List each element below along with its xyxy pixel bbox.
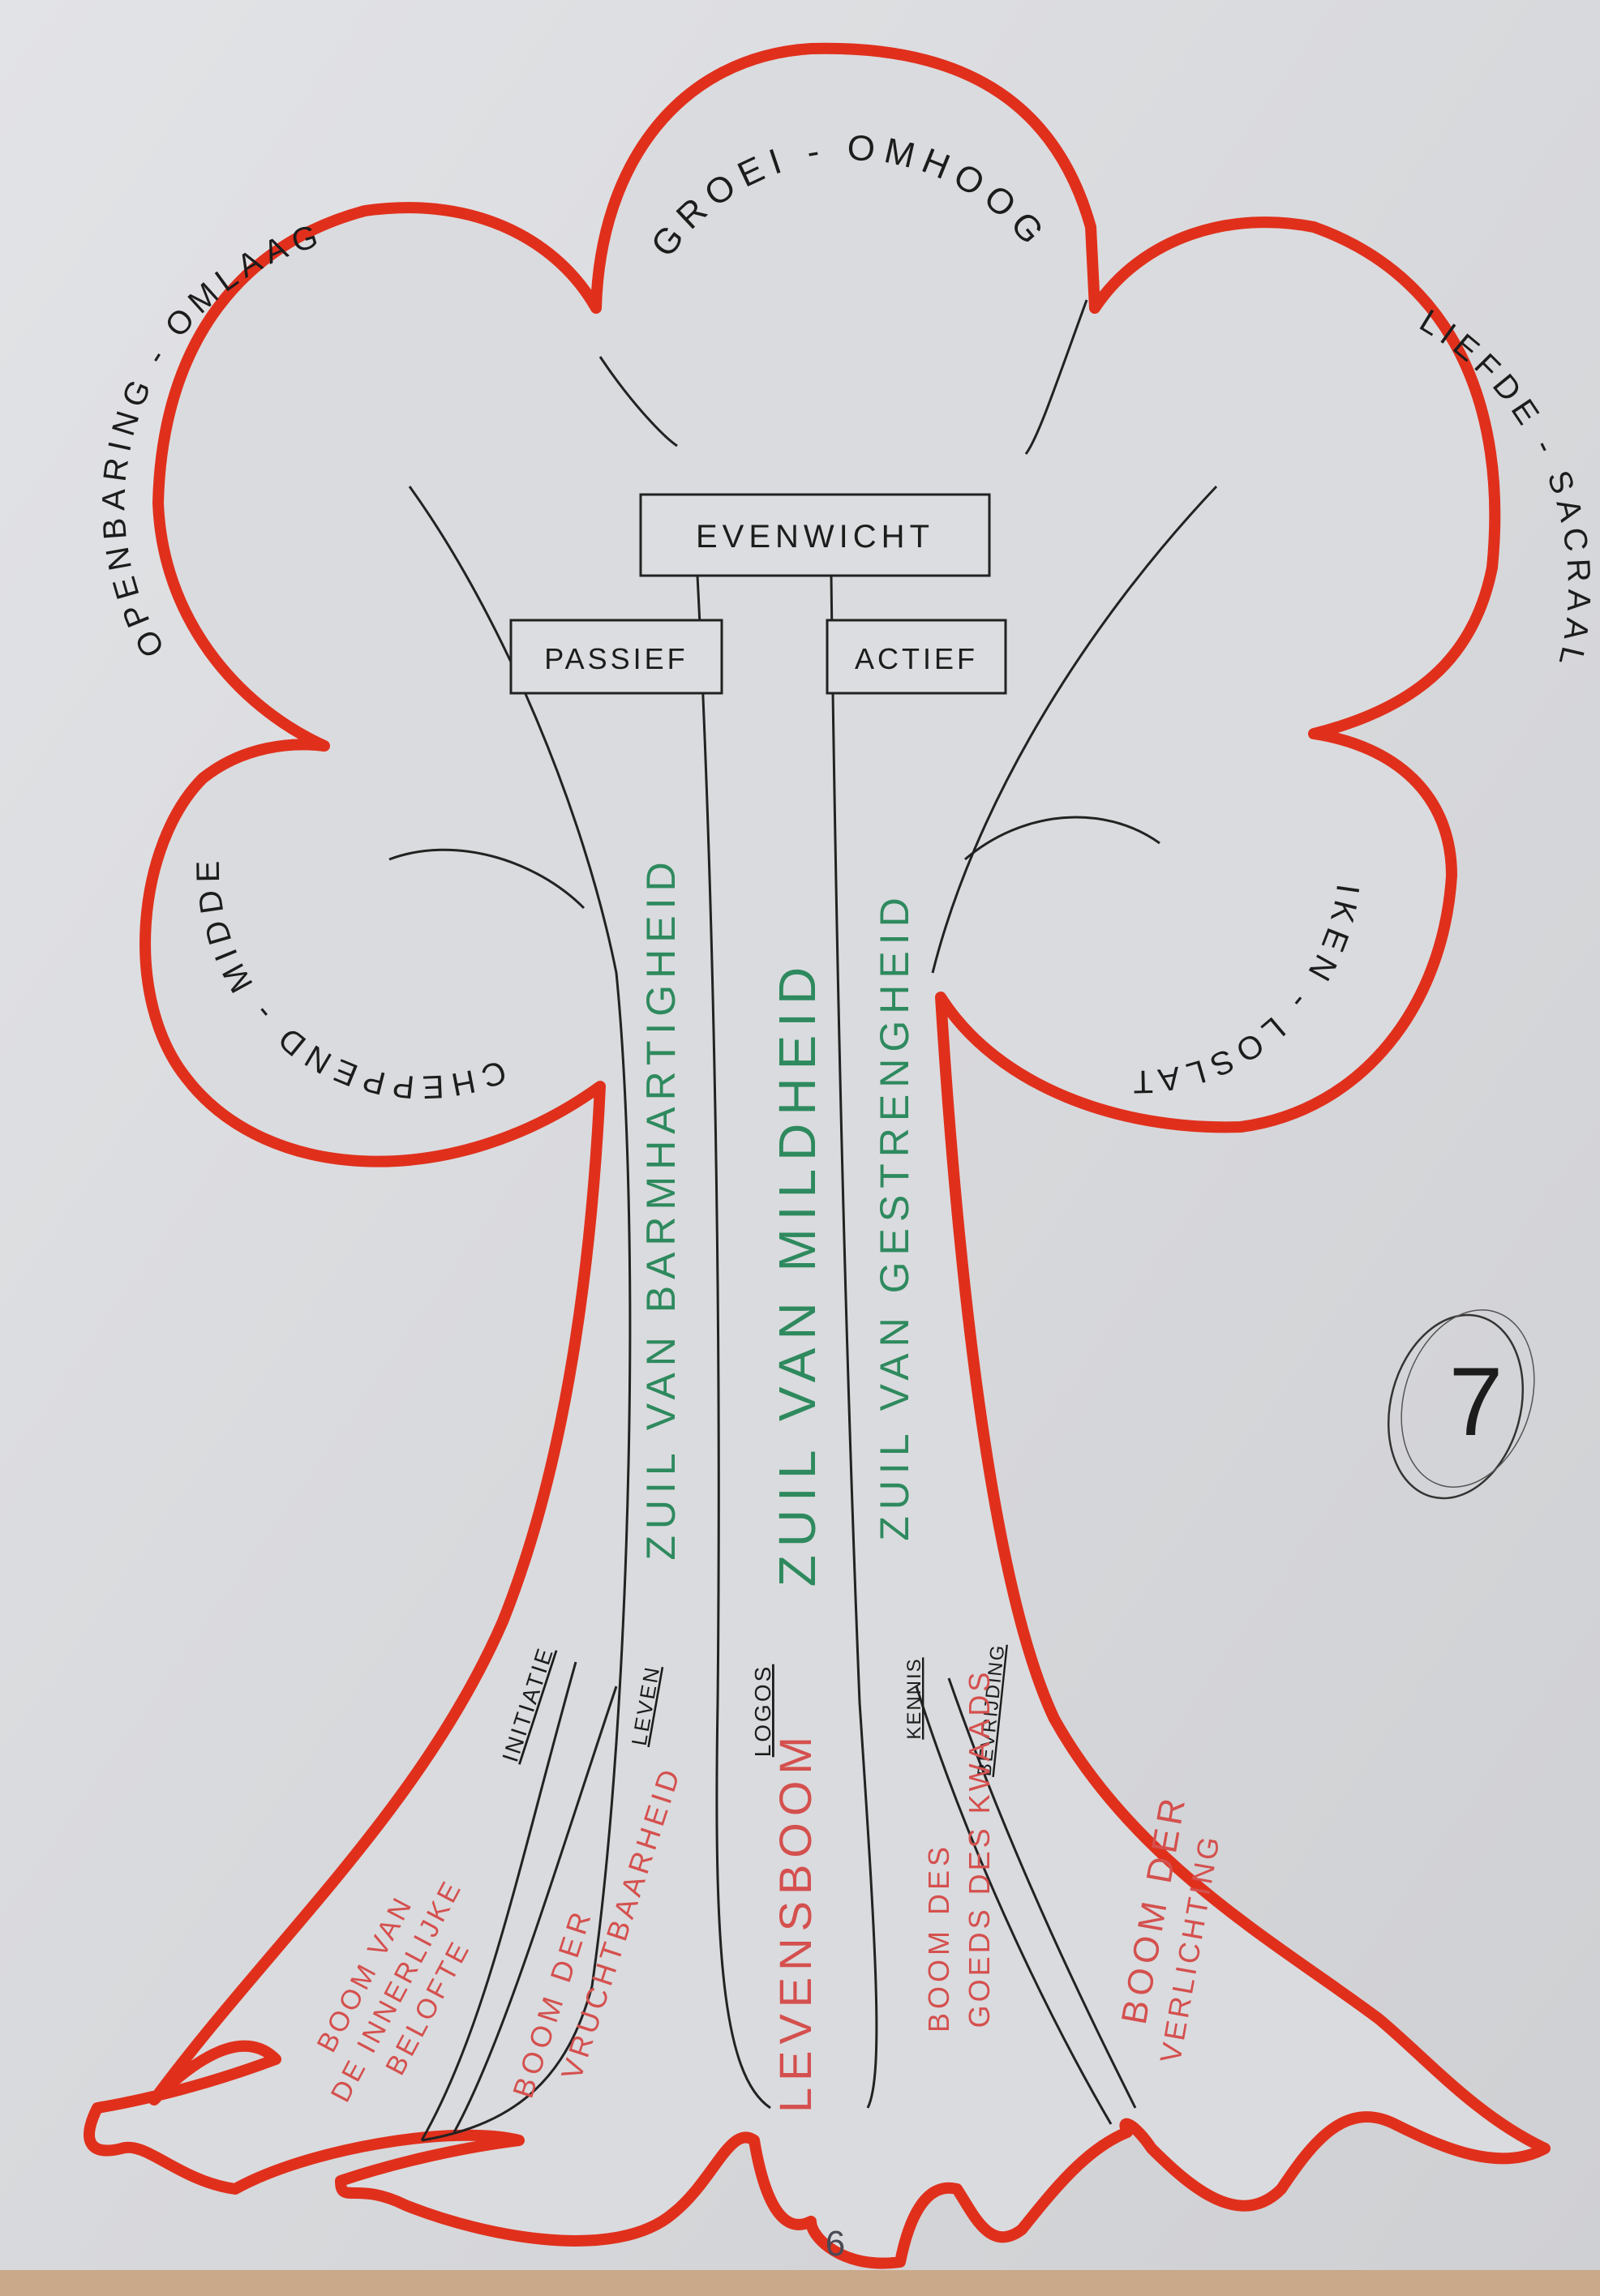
pillar-barmhartigheid: ZUIL VAN BARMHARTIGHEID <box>638 855 684 1560</box>
page-mark: 7 <box>1387 1309 1535 1500</box>
box-passief-label: PASSIEF <box>544 642 688 675</box>
page-mark-number: 7 <box>1449 1347 1503 1456</box>
box-evenwicht-label: EVENWICHT <box>696 519 934 555</box>
kwaad-line2: GOEDS DES KWAADS <box>963 1669 996 2028</box>
box-actief-label: ACTIEF <box>855 642 978 675</box>
pillar-mildheid: ZUIL VAN MILDHEID <box>768 959 826 1587</box>
trunk-lines <box>388 299 1218 2142</box>
kwaad-line1: BOOM DES <box>922 1843 955 2033</box>
label-logos: LOGOS <box>750 1664 775 1758</box>
pillar-gestrengheid: ZUIL VAN GESTRENGHEID <box>872 891 917 1540</box>
box-passief: PASSIEF <box>509 619 723 695</box>
root-levensboom: LEVENSBOOM <box>770 1730 821 2113</box>
box-actief: ACTIEF <box>826 619 1007 695</box>
table-edge <box>0 2270 1600 2296</box>
tree-outline <box>84 42 1551 2269</box>
label-kennis: KENNIS <box>903 1657 925 1739</box>
root-goeds-des-kwaads: BOOM DES GOEDS DES KWAADS <box>922 1669 996 2033</box>
box-evenwicht: EVENWICHT <box>639 493 991 577</box>
page-number: 6 <box>826 2224 845 2264</box>
